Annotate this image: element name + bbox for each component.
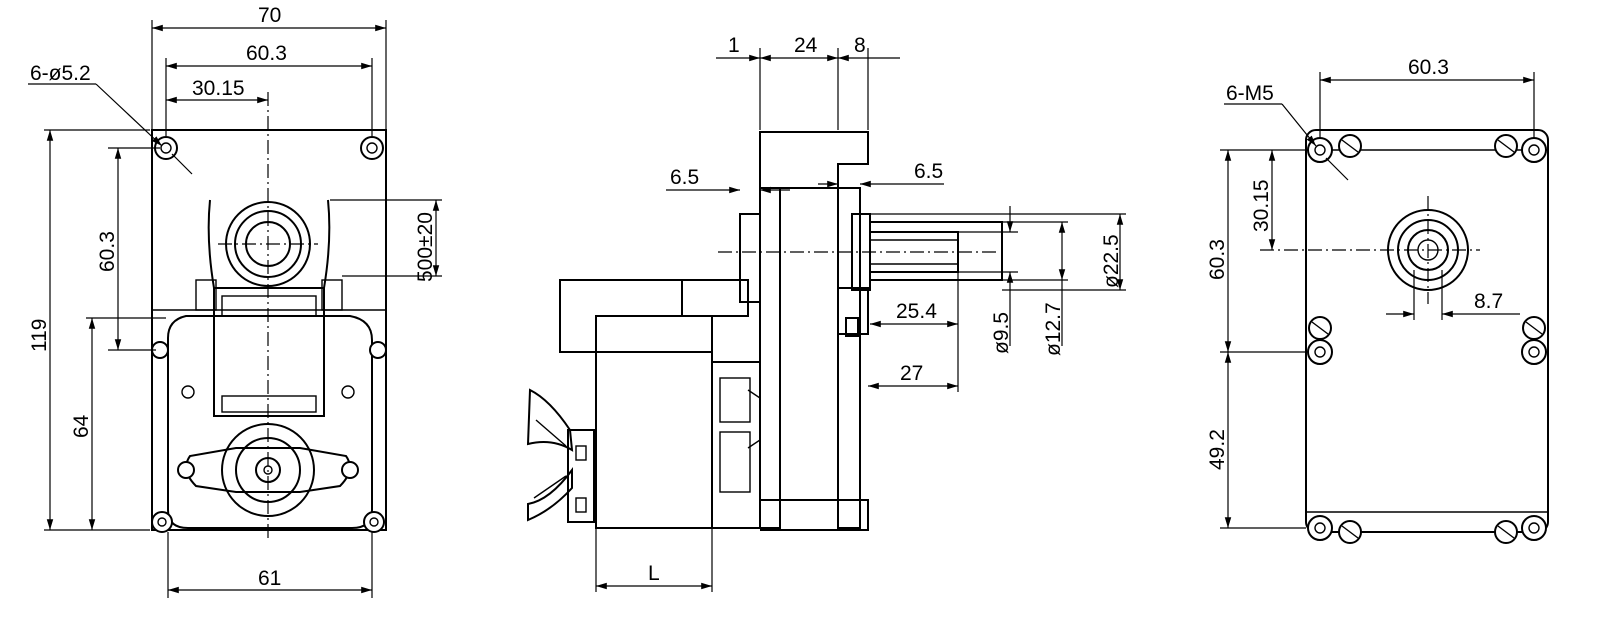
side-flange-right: 6.5 [914,160,943,183]
rear-half-spacing: 30.15 [1250,179,1273,232]
side-dim-1: 1 [728,34,740,57]
side-motor-length: L [648,562,660,585]
front-hole-callout: 6-ø5.2 [30,62,91,85]
rear-shaft-offset: 8.7 [1474,290,1503,313]
side-hub-dia: ø22.5 [1100,234,1123,288]
front-lead-wire-right [323,199,331,289]
front-lower-height: 64 [70,414,93,438]
rear-lower-spacing: 49.2 [1206,429,1229,470]
side-motor-winding [595,315,713,529]
side-shaft-total: 27 [900,362,923,385]
front-mounting-holes [151,136,387,533]
front-vertical-hole-spacing: 60.3 [96,231,119,272]
front-half-spacing: 30.15 [192,77,245,100]
front-motor-body [167,315,373,529]
front-height-overall: 119 [28,319,51,352]
side-dim-24: 24 [794,34,818,57]
rear-screws [1308,134,1546,544]
front-coil-frame [213,287,325,417]
side-boss-dia: ø12.7 [1042,302,1065,356]
rear-housing-outline [1305,129,1549,533]
front-hole-spacing-top: 60.3 [246,42,287,65]
front-housing-outline [151,129,387,531]
rear-upper-spacing: 60.3 [1206,239,1229,280]
side-cooling-fan [526,388,574,452]
front-width-overall: 70 [258,4,281,27]
side-dim-8: 8 [854,34,866,57]
rear-view: 60.3 6-M5 60.3 30.15 49.2 8.7 [1206,56,1549,544]
front-bottom-width: 61 [258,567,281,590]
front-view: 70 60.3 30.15 6-ø5.2 60.3 119 64 500±20 … [28,4,442,598]
rear-hole-spacing-top: 60.3 [1408,56,1449,79]
side-shaft-dia: ø9.5 [990,312,1013,354]
side-view: 1 24 8 6.5 6.5 25.4 27 ø9.5 ø12.7 ø22.5 [526,34,1126,592]
side-shaft-length: 25.4 [896,300,937,323]
front-lead-wire-left [207,199,215,289]
side-gearbox-housing [759,131,869,189]
rear-thread-callout: 6-M5 [1226,82,1274,105]
front-lead-length: 500±20 [414,212,437,282]
rear-mounting-holes [1307,137,1547,541]
side-flange-left: 6.5 [670,166,699,189]
